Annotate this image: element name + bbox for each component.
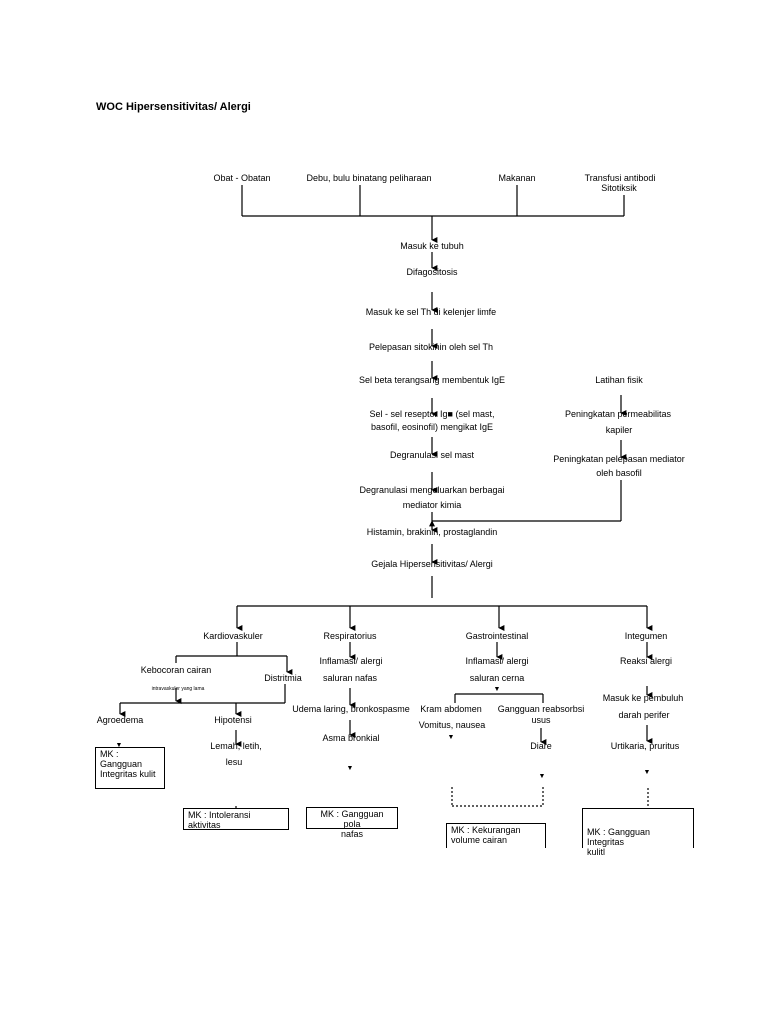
mk-gangguan-pola-nafas: MK : Gangguan pola nafas xyxy=(306,807,398,839)
arrow-down-icon: ▼ xyxy=(643,769,651,776)
node-latihan: Latihan fisik xyxy=(595,375,643,385)
system-gastro: Gastrointestinal xyxy=(465,631,529,641)
node-sel-beta: Sel beta terangsang membentuk IgE xyxy=(358,375,506,385)
arrow-down-icon: ▼ xyxy=(447,734,455,741)
cause-debu: Debu, bulu binatang peliharaan xyxy=(306,173,432,183)
mk-nafas-line-1: MK : Gangguan pola xyxy=(320,809,384,829)
node-lemah-1: Lemah, letih, xyxy=(210,741,262,751)
cause-makanan: Makanan xyxy=(498,173,536,183)
node-intravaskuler: intravaskuler yang lama xyxy=(151,686,205,692)
cause-transfusi-2: Sitotiksik xyxy=(601,183,637,193)
node-inflamasi-cerna-2: saluran cerna xyxy=(469,673,525,683)
mk-cairan-line-2: volume cairan xyxy=(451,835,508,845)
node-permeabilitas-2: kapiler xyxy=(605,425,633,435)
node-gejala: Gejala Hipersensitivitas/ Alergi xyxy=(371,559,493,569)
cause-transfusi-1: Transfusi antibodi xyxy=(584,173,656,183)
node-reabsorbsi-1: Gangguan reabsorbsi xyxy=(497,704,585,714)
node-udema: Udema laring, bronkospasme xyxy=(292,704,410,714)
mk-gangguan-integritas-kulit: MK : Gangguan Integritas kulit xyxy=(95,747,165,789)
node-reseptor-1: Sel - sel reseptor Ig■ (sel mast, xyxy=(369,409,495,419)
node-kebocoran: Kebocoran cairan xyxy=(140,665,212,675)
node-inflamasi-cerna-1: Inflamasi/ alergi xyxy=(465,656,529,666)
node-reabsorbsi-2: usus xyxy=(531,715,551,725)
arrow-down-icon: ▼ xyxy=(493,686,501,693)
mk-kekurangan-volume-cairan: MK : Kekurangan volume cairan xyxy=(446,823,546,848)
mk-gangguan-integritas-kulitl: MK : Gangguan Integritas kulitl xyxy=(582,808,694,857)
node-reaksi: Reaksi alergi xyxy=(619,656,673,666)
arrow-down-icon: ▼ xyxy=(346,765,354,772)
mk-cairan-line-1: MK : Kekurangan xyxy=(451,825,521,835)
node-kram: Kram abdomen xyxy=(420,704,482,714)
node-pembuluh-2: darah perifer xyxy=(618,710,670,720)
mk-kulit-line-1: MK : xyxy=(100,749,119,759)
mk-integumen-line-2: kulitl xyxy=(587,847,606,857)
mk-aktivitas-text: MK : Intoleransi aktivitas xyxy=(188,810,251,830)
node-vomitus: Vomitus, nausea xyxy=(418,720,486,730)
node-degranulasi: Degranulasi sel mast xyxy=(389,450,475,460)
node-agroedema: Agroedema xyxy=(96,715,144,725)
cause-obat: Obat - Obatan xyxy=(213,173,271,183)
node-permeabilitas-1: Peningkatan permeabilitas xyxy=(564,409,672,419)
mk-kulit-line-3: Integritas kulit xyxy=(100,769,156,779)
mk-kulit-line-2: Gangguan xyxy=(100,759,143,769)
mk-intoleransi-aktivitas: MK : Intoleransi aktivitas xyxy=(183,808,289,830)
node-histamin: Histamin, brakinin, prostaglandin xyxy=(366,527,498,537)
node-pembuluh-1: Masuk ke pembuluh xyxy=(602,693,684,703)
arrow-down-icon: ▼ xyxy=(115,742,123,749)
mk-nafas-line-2: nafas xyxy=(340,829,364,839)
node-inflamasi-nafas-1: Inflamasi/ alergi xyxy=(319,656,383,666)
node-urtikaria: Urtikaria, pruritus xyxy=(610,741,680,751)
node-degranulasi-mediator-1: Degranulasi mengeluarkan berbagai xyxy=(359,485,505,495)
node-pelepasan-mediator-1: Peningkatan pelepasan mediator xyxy=(553,454,685,464)
node-difagositosis: Difagositosis xyxy=(406,267,458,277)
node-masuk-tubuh: Masuk ke tubuh xyxy=(400,241,464,251)
page-title: WOC Hipersensitivitas/ Alergi xyxy=(96,101,251,113)
node-degranulasi-mediator-2: mediator kimia xyxy=(402,500,462,510)
node-diare: Diare xyxy=(530,741,552,751)
node-asma: Asma bronkial xyxy=(322,733,380,743)
node-lemah-2: lesu xyxy=(225,757,243,767)
system-integumen: Integumen xyxy=(624,631,668,641)
system-respirasi: Respiratorius xyxy=(323,631,377,641)
node-reseptor-2: basofil, eosinofil) mengikat IgE xyxy=(370,422,494,432)
node-pelepasan-mediator-2: oleh basofil xyxy=(596,468,642,478)
mk-integumen-line-1: MK : Gangguan Integritas xyxy=(587,827,651,847)
node-pelepasan-sitokinin: Pelepasan sitokinin oleh sel Th xyxy=(369,342,493,352)
arrow-down-icon: ▼ xyxy=(538,773,546,780)
system-kardio: Kardiovaskuler xyxy=(203,631,263,641)
node-hipotensi: Hipotensi xyxy=(214,715,252,725)
node-distritmia: Distritmia xyxy=(264,673,302,683)
node-inflamasi-nafas-2: saluran nafas xyxy=(322,673,378,683)
node-masuk-sel-th: Masuk ke sel Th di kelenjer limfe xyxy=(365,307,497,317)
